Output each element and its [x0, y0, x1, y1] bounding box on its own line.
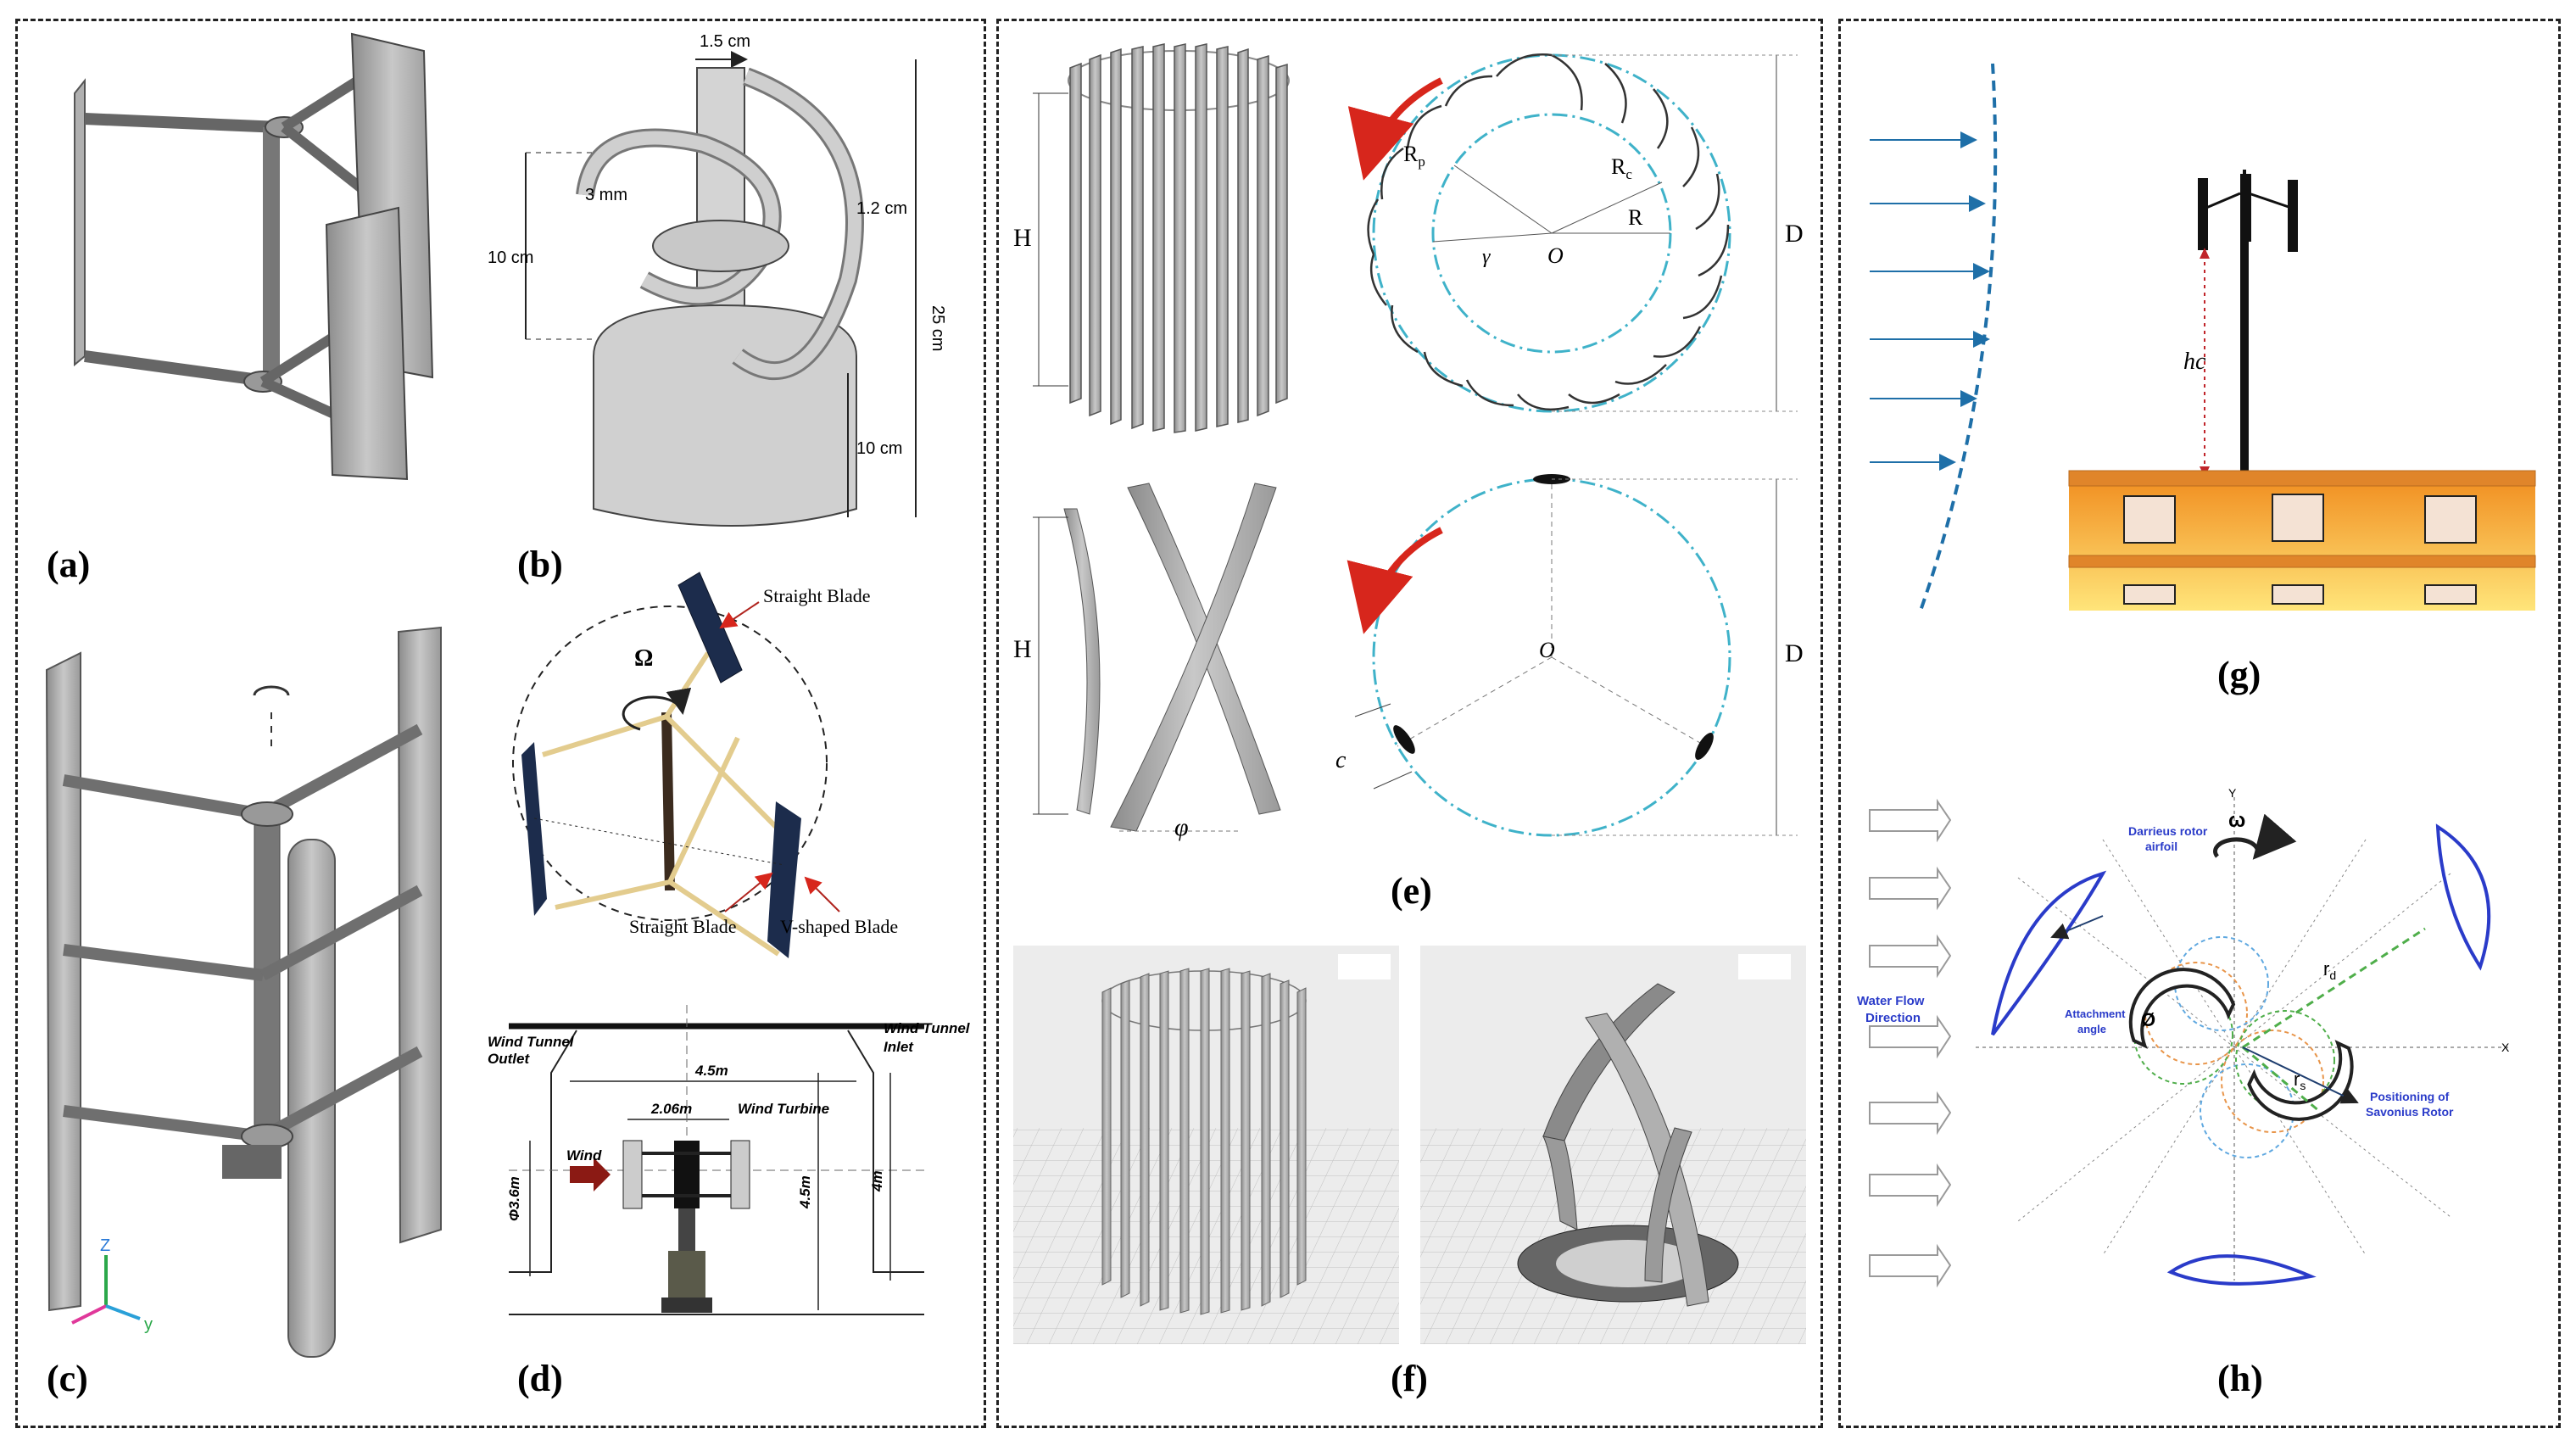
straight-blade-label-top: Straight Blade [763, 585, 870, 606]
panel-e-D-2: D [1785, 639, 1804, 667]
panel-f-mesh-savonius [1013, 946, 1399, 1344]
panel-e-O-2: O [1539, 638, 1555, 662]
panel-d-height: 4.5m [797, 1175, 813, 1209]
panel-d-wind: Wind [566, 1147, 602, 1164]
panel-e-R: R [1628, 205, 1643, 230]
panel-b-dim-thickness: 3 mm [585, 186, 627, 204]
panel-h-water-line2: Direction [1865, 1011, 1921, 1025]
panel-straight-vblade-drawing [512, 572, 840, 958]
panel-e-O-1: O [1547, 243, 1564, 268]
panel-b-dim-height: 25 cm [928, 305, 947, 351]
panel-frame-middle [996, 19, 1823, 1428]
straight-omega: Ω [634, 645, 653, 672]
panel-e-phi: φ [1174, 813, 1189, 841]
panel-f-label: (f) [1391, 1358, 1428, 1399]
svg-text:Z: Z [100, 1236, 110, 1255]
panel-d-turbine: Wind Turbine [738, 1101, 829, 1117]
panel-d-inlet-line1: Wind Tunnel [884, 1020, 971, 1036]
panel-h-rs: rs [2294, 1069, 2306, 1092]
panel-h-x-axis: X [2501, 1041, 2510, 1054]
panel-e-height-1: H [1013, 224, 1032, 252]
panel-f-mesh-helical-darrieus [1420, 946, 1806, 1344]
panel-d-inlet-line2: Inlet [884, 1039, 914, 1055]
panel-e-label: (e) [1391, 870, 1432, 912]
panel-e-D-1: D [1785, 220, 1804, 248]
panel-a-label: (a) [47, 544, 90, 585]
panel-h-omega: ω [2228, 809, 2245, 832]
panel-d-wind-tunnel-schematic [509, 1005, 924, 1315]
vshaped-blade-label: V-shaped Blade [780, 916, 898, 937]
panel-h-water-line1: Water Flow [1857, 994, 1925, 1008]
panel-e-Rp: Rp [1403, 142, 1425, 170]
panel-frame-left [15, 19, 986, 1428]
panel-d-diameter: Φ3.6m [506, 1176, 522, 1221]
panel-b-label: (b) [517, 544, 563, 585]
panel-d-width: 4.5m [694, 1063, 728, 1079]
panel-d-outlet-line2: Outlet [488, 1051, 530, 1067]
panel-b-helical-savonius-drawing [525, 51, 917, 527]
panel-b-dim-left: 10 cm [488, 248, 533, 267]
panel-e-helical-darrieus-3d [1033, 483, 1281, 832]
panel-b-dim-bottom: 10 cm [856, 439, 902, 458]
panel-frame-right [1838, 19, 2561, 1428]
panel-d-outlet-line1: Wind Tunnel [488, 1034, 575, 1050]
panel-e-cross-section-darrieus [1347, 474, 1798, 837]
panel-e-gamma: γ [1482, 246, 1491, 268]
panel-h-label: (h) [2217, 1358, 2263, 1399]
panel-g-rooftop-turbine [1870, 63, 2536, 611]
panel-e-height-2: H [1013, 635, 1032, 663]
panel-g-label: (g) [2217, 654, 2261, 695]
panel-h-phi: Ø [2141, 1009, 2155, 1030]
svg-text:y: y [144, 1315, 153, 1334]
panel-h-darrieus-line2: airfoil [2145, 840, 2177, 853]
straight-blade-label-bottom: Straight Blade [629, 916, 736, 937]
panel-h-darrieus-line1: Darrieus rotor [2128, 824, 2208, 838]
panel-h-position-line2: Savonius Rotor [2366, 1105, 2454, 1119]
panel-h-hybrid-rotor [1869, 797, 2510, 1288]
panel-b-dim-top: 1.5 cm [700, 32, 750, 51]
panel-e-cross-section-savonius [1347, 53, 1798, 413]
panel-e-Rc: Rc [1611, 154, 1632, 182]
panel-a-h-rotor-drawing [74, 32, 434, 481]
panel-e-cylindrical-rotor-3d [1033, 43, 1290, 433]
panel-h-attach-line1: Attachment [2065, 1007, 2126, 1020]
panel-d-rotor-diameter: 2.06m [650, 1101, 692, 1117]
panel-c-three-blade-rotor-drawing: Z y [45, 626, 442, 1358]
panel-h-attach-line2: angle [2077, 1023, 2106, 1035]
panel-b-dim-width: 1.2 cm [856, 199, 907, 218]
panel-e-chord: c [1335, 747, 1347, 773]
panel-h-rd: rd [2323, 958, 2336, 982]
panel-h-position-line1: Positioning of [2370, 1090, 2450, 1103]
panel-g-hc: hc [2183, 349, 2206, 375]
panel-d-label: (d) [517, 1358, 563, 1399]
panel-h-y-axis: Y [2228, 786, 2237, 800]
panel-d-inlet-height: 4m [869, 1170, 885, 1192]
panel-c-label: (c) [47, 1358, 88, 1399]
